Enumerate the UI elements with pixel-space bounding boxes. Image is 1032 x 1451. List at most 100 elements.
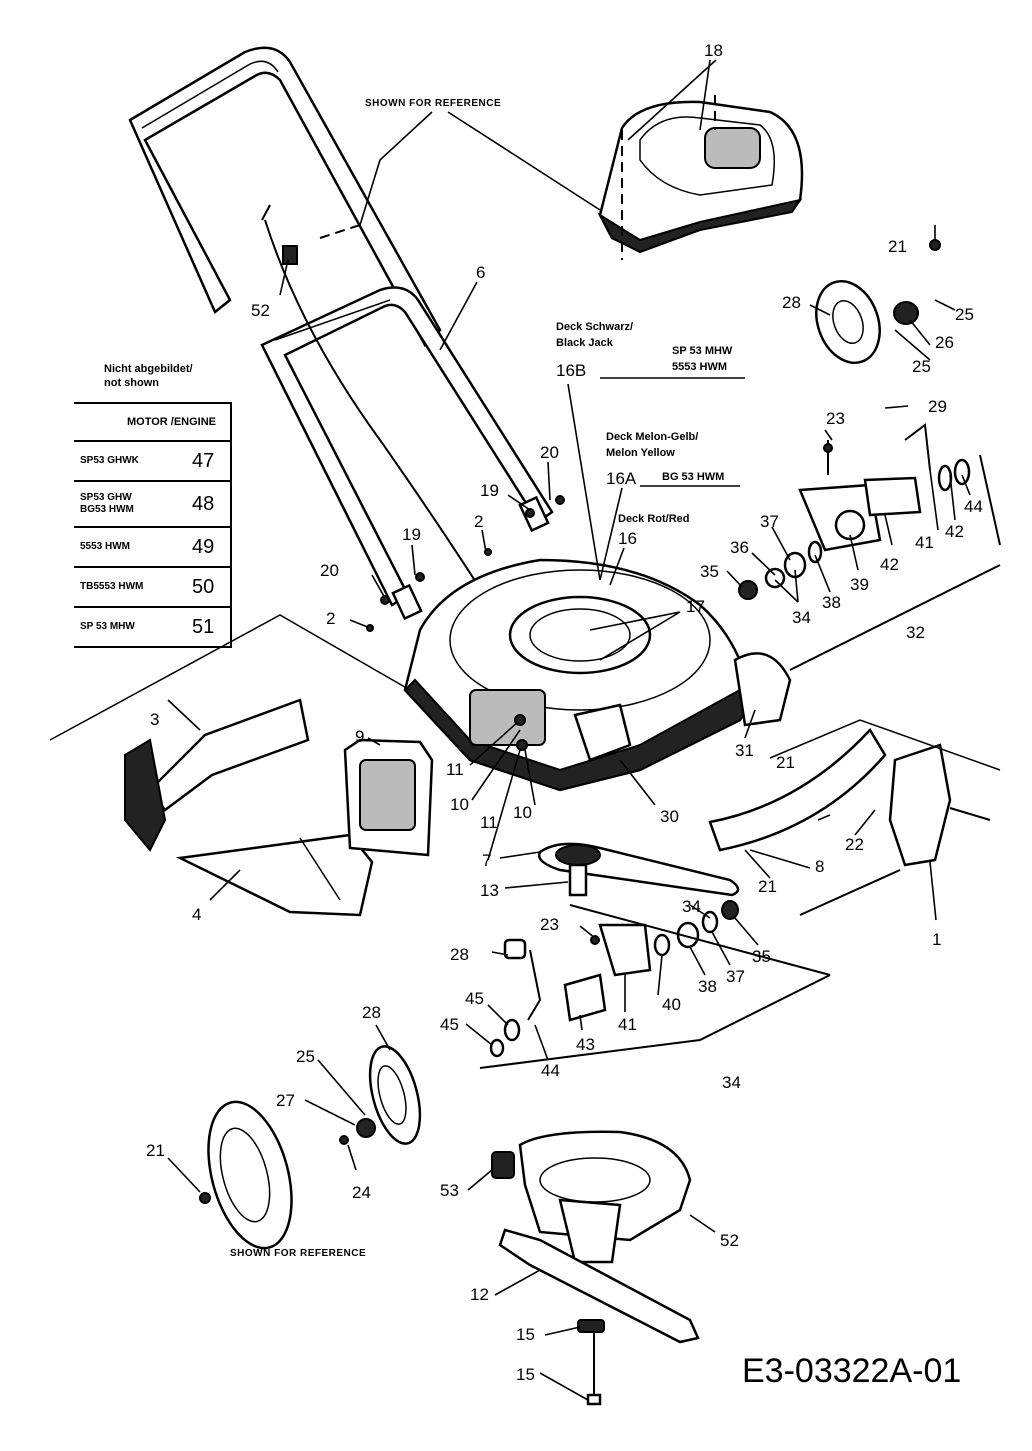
callout: 6 <box>476 263 485 282</box>
engine-table-row: SP 53 MHW 51 <box>74 608 230 648</box>
not-shown-line2: not shown <box>104 377 159 389</box>
drive-cover <box>708 727 887 852</box>
callout: 21 <box>888 237 907 256</box>
callout: 18 <box>704 41 723 60</box>
callout: 28 <box>450 945 469 964</box>
callout: 11 <box>480 813 498 832</box>
callout: 45 <box>440 1015 459 1034</box>
not-shown-label: Nicht abgebildet/ not shown <box>104 362 193 390</box>
callout: 52 <box>251 301 270 320</box>
callout: 34 <box>792 608 811 627</box>
engine-model-line2: BG53 HWM <box>80 504 134 515</box>
deck-variant-label-line1: Deck Schwarz/ <box>556 321 633 333</box>
callout: 21 <box>146 1141 165 1160</box>
engine-model: SP53 GHW BG53 HWM <box>74 492 192 516</box>
callout: 21 <box>776 753 795 772</box>
reference-note-top: SHOWN FOR REFERENCE <box>365 98 501 109</box>
engine-model-line1: SP53 GHW <box>80 492 132 503</box>
wheel-adjuster-right <box>738 423 1001 671</box>
callout: 44 <box>541 1061 560 1080</box>
callout: 30 <box>660 807 679 826</box>
deck-variant-models: BG 53 HWM <box>662 471 724 483</box>
callout-labels: 18 6 52 20 19 2 19 20 2 17 3 9 11 10 11 … <box>146 41 983 1384</box>
callout: 7 <box>482 851 491 870</box>
callout: 41 <box>915 533 934 552</box>
callout: 38 <box>698 977 717 996</box>
deck-variant-label: Deck Rot/Red <box>618 513 690 525</box>
callout: 10 <box>513 803 532 822</box>
rear-wheel-small <box>339 1045 422 1145</box>
deck-variant-models-line1: SP 53 MHW <box>672 345 733 357</box>
engine-part-number: 48 <box>192 492 215 515</box>
callout: 20 <box>540 443 559 462</box>
leader-lines <box>167 59 971 1401</box>
callout: 28 <box>782 293 801 312</box>
group-outlines <box>49 614 1001 771</box>
callout: 36 <box>730 538 749 557</box>
deck-variant-part: 16A <box>606 469 637 488</box>
callout: 53 <box>440 1181 459 1200</box>
callout: 28 <box>362 1003 381 1022</box>
engine-model: SP 53 MHW <box>80 621 135 632</box>
engine-table-row: SP53 GHW BG53 HWM 48 <box>74 482 230 528</box>
deck-variant-16A: Deck Melon-Gelb/ Melon Yellow 16A BG 53 … <box>606 431 740 488</box>
callout: 24 <box>352 1183 371 1202</box>
callout: 35 <box>752 947 771 966</box>
wheel-adjuster-left <box>479 900 831 1069</box>
callout: 23 <box>540 915 559 934</box>
callout: 45 <box>465 989 484 1008</box>
upper-handle <box>128 46 442 348</box>
callout: 26 <box>935 333 954 352</box>
callout: 17 <box>686 597 705 616</box>
callout: 41 <box>618 1015 637 1034</box>
engine-part-number: 49 <box>192 535 215 558</box>
callout: 34 <box>722 1073 741 1092</box>
mower-deck <box>403 558 792 792</box>
fasteners <box>366 443 833 945</box>
engine-model: 5553 HWM <box>80 541 131 552</box>
callout: 37 <box>726 967 745 986</box>
engine-table: MOTOR /ENGINE SP53 GHWK 47 SP53 GHW BG53… <box>74 402 232 648</box>
deck-variant-label-line1: Deck Melon-Gelb/ <box>606 431 698 443</box>
deck-variant-part: 16 <box>618 529 637 548</box>
blade-adapter <box>491 1130 692 1264</box>
callout: 40 <box>662 995 681 1014</box>
callout: 1 <box>932 930 941 949</box>
callout: 31 <box>735 741 754 760</box>
callout: 52 <box>720 1231 739 1250</box>
callout: 35 <box>700 562 719 581</box>
deck-variant-16: Deck Rot/Red 16 <box>618 513 690 548</box>
engine-table-row: TB5553 HWM 50 <box>74 568 230 608</box>
callout: 12 <box>470 1285 489 1304</box>
callout: 42 <box>880 555 899 574</box>
callout: 23 <box>826 409 845 428</box>
engine-table-row: 5553 HWM 49 <box>74 528 230 568</box>
callout: 3 <box>150 710 159 729</box>
discharge-plate <box>175 833 374 917</box>
callout: 13 <box>480 881 499 900</box>
callout: 27 <box>276 1091 295 1110</box>
callout: 15 <box>516 1365 535 1384</box>
callout: 9 <box>355 727 364 746</box>
callout: 25 <box>296 1047 315 1066</box>
callout: 29 <box>928 397 947 416</box>
callout: 32 <box>906 623 925 642</box>
deck-variant-models-line2: 5553 HWM <box>672 361 727 373</box>
mulch-plug <box>343 738 434 857</box>
engine-model: TB5553 HWM <box>80 581 144 592</box>
callout: 37 <box>760 512 779 531</box>
callout: 4 <box>192 905 201 924</box>
rear-wheel-large <box>199 1100 293 1250</box>
callout: 11 <box>446 760 464 779</box>
callout: 8 <box>815 857 824 876</box>
deck-variant-16B: Deck Schwarz/ Black Jack 16B SP 53 MHW 5… <box>556 321 745 380</box>
callout: 10 <box>450 795 469 814</box>
control-cable <box>261 204 501 621</box>
drive-belt <box>537 842 740 897</box>
engine-part-number: 47 <box>192 449 215 472</box>
reference-note-bottom: SHOWN FOR REFERENCE <box>230 1248 366 1259</box>
callout: 20 <box>320 561 339 580</box>
engine-table-row: SP53 GHWK 47 <box>74 442 230 482</box>
